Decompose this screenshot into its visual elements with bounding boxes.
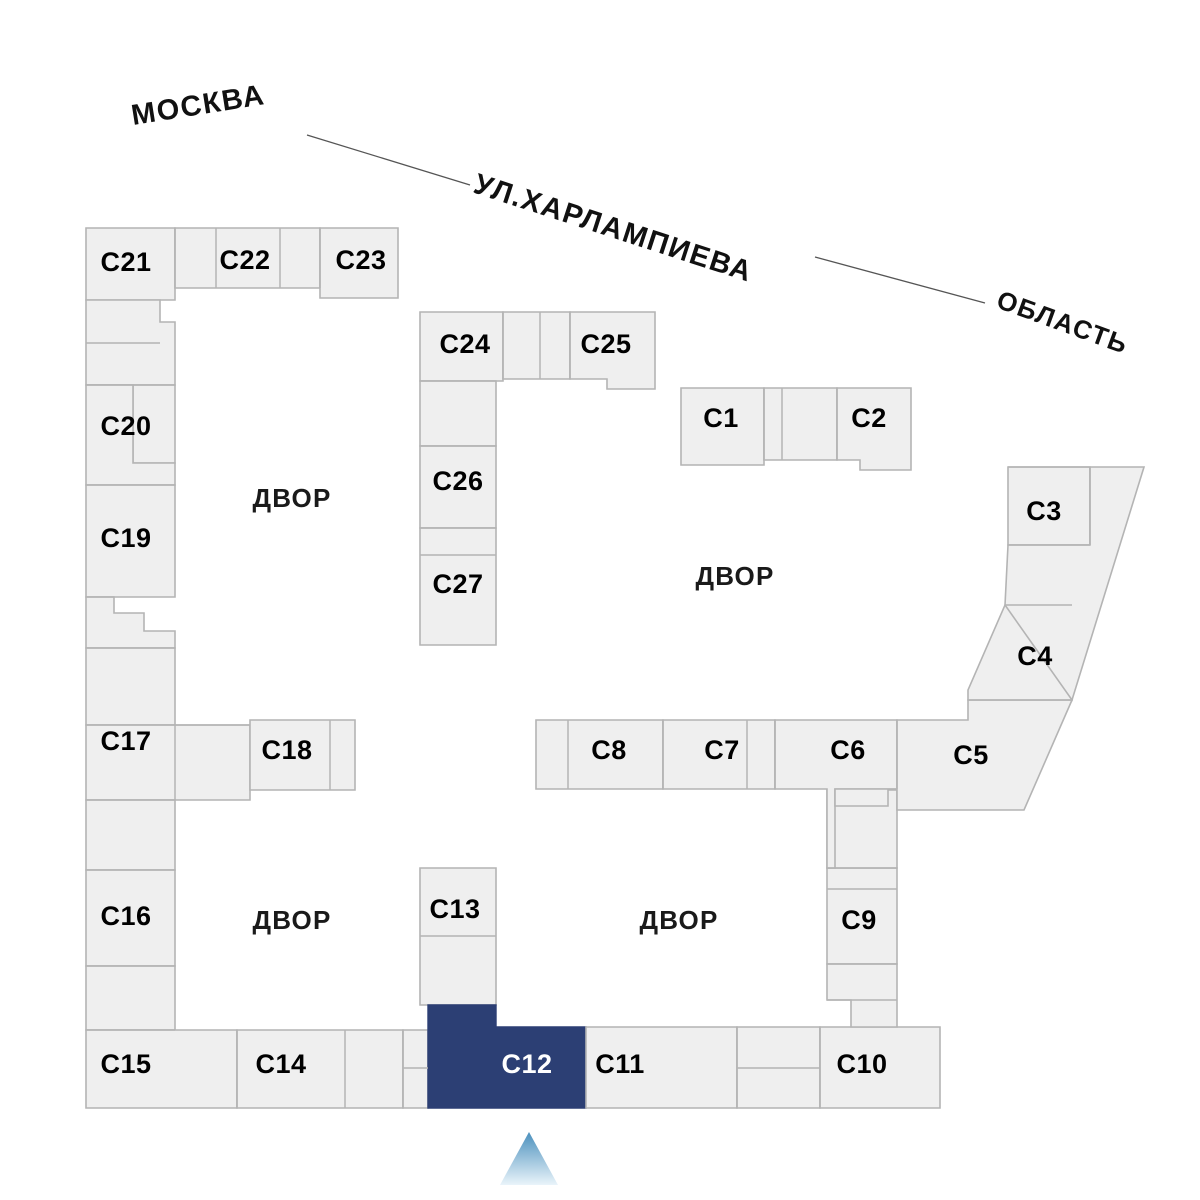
building-label-c5: C5: [953, 740, 989, 770]
street-label-moskva: МОСКВА: [129, 79, 267, 132]
building-segment-left-wall-step[interactable]: [85, 596, 176, 649]
building-label-c22: C22: [219, 245, 270, 275]
building-label-c9: C9: [841, 905, 877, 935]
building-label-c24: C24: [439, 329, 490, 359]
building-segment-c24-c25-mid[interactable]: [502, 311, 571, 380]
yard-southeast: ДВОР: [639, 905, 718, 935]
leader-street-oblast: [814, 256, 986, 304]
building-label-c19: C19: [100, 523, 151, 553]
building-label-c13: C13: [429, 894, 480, 924]
building-c1[interactable]: [680, 387, 765, 466]
building-label-c8: C8: [591, 735, 627, 765]
building-c24[interactable]: [419, 311, 504, 382]
building-label-c16: C16: [100, 901, 151, 931]
building-label-c25: C25: [580, 329, 631, 359]
building-segment-c1-c2-mid[interactable]: [763, 387, 838, 461]
building-label-c4: C4: [1017, 641, 1053, 671]
building-label-c15: C15: [100, 1049, 151, 1079]
yard-northwest: ДВОР: [252, 483, 331, 513]
dividers-layer: [86, 228, 1091, 1108]
yard-labels-layer: ДВОР ДВОР ДВОР ДВОР: [252, 483, 774, 935]
building-label-c10: C10: [836, 1049, 887, 1079]
location-marker-layer: [500, 1132, 558, 1185]
building-c17[interactable]: [85, 647, 176, 726]
building-label-c23: C23: [335, 245, 386, 275]
building-segment-left-wall-mid[interactable]: [85, 799, 176, 871]
building-label-c26: C26: [432, 466, 483, 496]
building-label-c7: C7: [704, 735, 740, 765]
leader-moskva-street: [306, 134, 471, 186]
building-label-c11: C11: [595, 1049, 645, 1079]
yard-northeast: ДВОР: [695, 561, 774, 591]
yard-southwest: ДВОР: [252, 905, 331, 935]
building-segment-left-wall-lower[interactable]: [85, 965, 176, 1031]
building-c18[interactable]: [249, 719, 356, 791]
building-label-c2: C2: [851, 403, 887, 433]
building-label-c20: C20: [100, 411, 151, 441]
building-label-c1: C1: [703, 403, 739, 433]
location-arrow[interactable]: [500, 1132, 558, 1185]
building-label-c18: C18: [261, 735, 312, 765]
buildings-layer: [85, 227, 1146, 1109]
street-label-oblast: ОБЛАСТЬ: [993, 284, 1133, 359]
building-label-c17: C17: [100, 726, 151, 756]
building-segment-c9-lower[interactable]: [826, 963, 898, 1028]
building-label-c21: C21: [100, 247, 151, 277]
building-label-c3: C3: [1026, 496, 1062, 526]
building-label-c6: C6: [830, 735, 866, 765]
building-label-c14: C14: [255, 1049, 306, 1079]
street-label-ul-harlampieva: УЛ.ХАРЛАМПИЕВА: [470, 168, 757, 288]
building-label-c12: C12: [501, 1049, 552, 1079]
building-segment-bottom-wall-c14-c12[interactable]: [402, 1029, 429, 1109]
building-c21[interactable]: [85, 227, 176, 301]
building-label-c27: C27: [432, 569, 483, 599]
building-segment-c26-upper[interactable]: [419, 380, 497, 447]
leader-lines-layer: [306, 134, 986, 304]
